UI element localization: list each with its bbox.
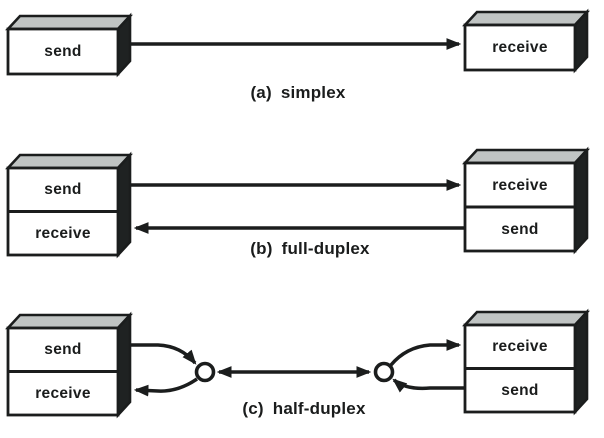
- box-top-face: [5, 14, 133, 31]
- box-top-face: [462, 10, 590, 27]
- box-top-face: [462, 310, 590, 327]
- box-side-face: [573, 146, 589, 255]
- section-c-half-duplex: send receive receive send (c) half-duplex: [5, 308, 590, 419]
- box-front-face: [6, 27, 120, 76]
- box-side-face: [116, 311, 132, 419]
- send-label: send: [501, 382, 538, 399]
- caption-half-duplex: (c) half-duplex: [242, 399, 366, 418]
- receive-label: receive: [35, 385, 91, 402]
- receive-label: receive: [35, 225, 91, 242]
- half-duplex-left-send-arrow: [130, 343, 197, 365]
- caption-text: simplex: [281, 83, 346, 102]
- half-duplex-right-send-arrow: [392, 378, 465, 393]
- caption-simplex: (a) simplex: [250, 83, 345, 102]
- caption-text: full-duplex: [282, 239, 370, 258]
- caption-index: (c): [242, 399, 263, 418]
- half-duplex-left-box: send receive: [5, 311, 133, 419]
- half-duplex-right-receive-arrow: [389, 339, 462, 367]
- half-duplex-left-receive-arrow: [133, 377, 198, 397]
- caption-index: (a): [250, 83, 271, 102]
- box-side-face: [573, 308, 589, 416]
- section-a-simplex: send receive (a) simplex: [5, 8, 590, 102]
- send-label: send: [44, 341, 81, 358]
- simplex-receiver-box: receive: [462, 8, 590, 74]
- simplex-sender-box: send: [5, 12, 133, 78]
- section-b-full-duplex: send receive receive send (b) full-duplex: [5, 146, 590, 259]
- send-label: send: [44, 181, 81, 198]
- receive-label: receive: [492, 177, 548, 194]
- box-top-face: [5, 313, 133, 330]
- caption-full-duplex: (b) full-duplex: [250, 239, 370, 258]
- full-duplex-right-box: receive send: [462, 146, 590, 255]
- half-duplex-right-box: receive send: [462, 308, 590, 416]
- right-relay-node-circle: [373, 361, 395, 383]
- box-top-face: [462, 148, 590, 165]
- full-duplex-left-box: send receive: [5, 151, 133, 259]
- send-label: send: [501, 221, 538, 238]
- caption-text: half-duplex: [273, 399, 366, 418]
- send-label: send: [44, 43, 81, 60]
- caption-index: (b): [250, 239, 272, 258]
- left-relay-node-circle: [194, 361, 216, 383]
- receive-label: receive: [492, 338, 548, 355]
- box-side-face: [116, 151, 132, 259]
- receive-label: receive: [492, 39, 548, 56]
- box-top-face: [5, 153, 133, 170]
- box-front-face: [463, 23, 577, 72]
